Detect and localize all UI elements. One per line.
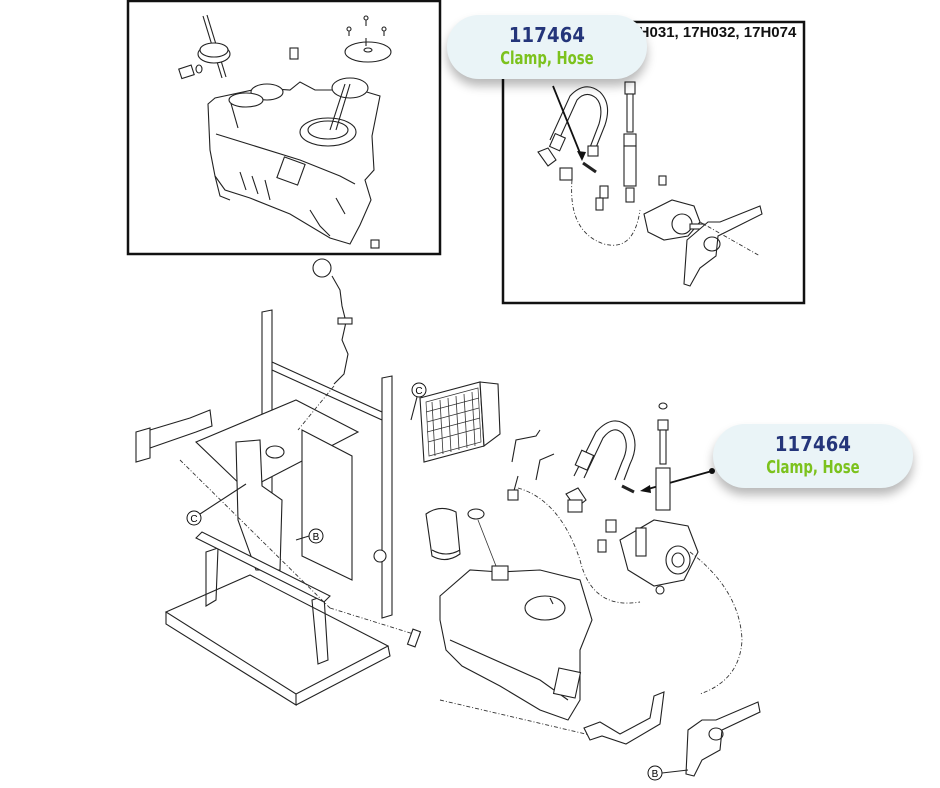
part-number: 117464 — [508, 23, 586, 47]
lower-bracket-1 — [583, 691, 665, 745]
main-dipstick — [467, 508, 497, 567]
inset-hose — [537, 86, 609, 181]
main-frame-assembly — [135, 309, 393, 706]
main-filter — [655, 402, 671, 511]
dashed-wire-2 — [689, 551, 743, 695]
label-c: C — [190, 514, 197, 525]
inset-bracket — [683, 205, 763, 287]
cooler-hose-1 — [511, 429, 541, 463]
main-oil-filter — [425, 507, 461, 561]
cooler-hose-3 — [535, 453, 555, 481]
main-hose-clamp — [621, 484, 635, 494]
lower-bracket-2 — [685, 701, 761, 777]
pressure-gauge — [297, 258, 353, 431]
part-description: Clamp, Hose — [766, 457, 860, 478]
main-reservoir — [439, 565, 593, 721]
main-hydraulic-pump — [597, 519, 699, 595]
dashed-wire-1 — [517, 487, 641, 604]
inset-filter — [623, 81, 637, 203]
inset-pump — [595, 175, 705, 241]
inset-dipstick — [178, 14, 231, 80]
inset-hose-clamp — [582, 161, 597, 174]
oil-cooler — [419, 381, 501, 463]
label-b: B — [313, 532, 320, 543]
reference-label-b-1: B — [295, 528, 324, 544]
main-u-hose — [565, 420, 636, 513]
label-b: B — [652, 769, 659, 780]
label-c: C — [415, 386, 422, 397]
inset-reservoir-frame — [126, 0, 442, 256]
reference-label-c-1: C — [186, 483, 247, 526]
inset-cover-plate — [344, 15, 392, 63]
reference-label-c-2: C — [410, 382, 427, 421]
inset-model-header: 17H031, 17H032, 17H074 — [622, 24, 797, 41]
part-number: 117464 — [774, 432, 852, 456]
reference-label-b-2: B — [647, 765, 689, 781]
part-description: Clamp, Hose — [500, 48, 594, 69]
inset-reservoir-body — [207, 77, 381, 245]
inset-part-callout[interactable]: 117464 Clamp, Hose — [447, 15, 647, 79]
main-part-callout[interactable]: 117464 Clamp, Hose — [713, 424, 913, 488]
